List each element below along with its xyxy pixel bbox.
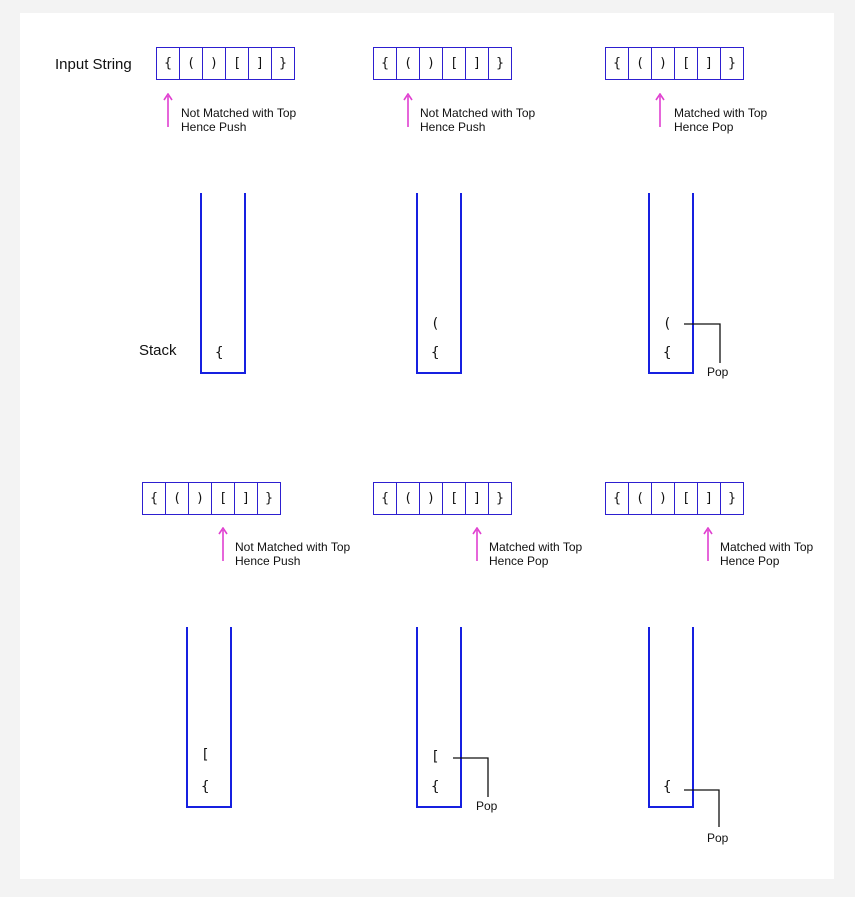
note-line: Hence Pop — [674, 120, 734, 134]
input-char: } — [721, 483, 744, 514]
input-char: ( — [397, 483, 420, 514]
input-char: ) — [652, 48, 675, 79]
note-line: Not Matched with Top — [235, 540, 351, 554]
step-5-note: Matched with Top Hence Pop — [489, 540, 582, 568]
input-char: ] — [235, 483, 258, 514]
stack-item: ( — [431, 316, 440, 332]
pop-connector — [453, 757, 489, 797]
input-char: ( — [180, 48, 203, 79]
note-line: Not Matched with Top — [181, 106, 297, 120]
note-line: Not Matched with Top — [420, 106, 536, 120]
input-char: { — [374, 483, 397, 514]
stack-step-3: { ( — [648, 193, 694, 374]
input-char: [ — [443, 483, 466, 514]
stack-step-6: { — [648, 627, 694, 808]
stack-step-2: { ( — [416, 193, 462, 374]
input-string-step-4: { ( ) [ ] } — [142, 482, 281, 515]
stack-item: ( — [663, 316, 672, 332]
note-line: Matched with Top — [720, 540, 814, 554]
input-char: ] — [466, 483, 489, 514]
input-char: [ — [675, 48, 698, 79]
input-char: { — [606, 483, 629, 514]
note-line: Hence Push — [420, 120, 486, 134]
input-char: ( — [166, 483, 189, 514]
stack-item: [ — [201, 747, 210, 763]
input-char: { — [143, 483, 166, 514]
step-4-note: Not Matched with Top Hence Push — [235, 540, 350, 568]
note-line: Matched with Top — [489, 540, 583, 554]
input-char: ] — [698, 483, 721, 514]
pointer-arrow-icon — [655, 93, 665, 127]
stack-item: { — [663, 779, 672, 795]
step-1-note: Not Matched with Top Hence Push — [181, 106, 296, 134]
pop-connector — [684, 323, 721, 363]
input-char: } — [272, 48, 295, 79]
step-3-note: Matched with Top Hence Pop — [674, 106, 767, 134]
step-2-note: Not Matched with Top Hence Push — [420, 106, 535, 134]
input-char: ( — [629, 483, 652, 514]
stack-item: { — [201, 779, 210, 795]
input-char: } — [489, 48, 512, 79]
note-line: Hence Push — [181, 120, 247, 134]
input-char: } — [489, 483, 512, 514]
pop-label: Pop — [707, 365, 729, 379]
stack-item: { — [431, 345, 440, 361]
input-char: } — [721, 48, 744, 79]
pointer-arrow-icon — [403, 93, 413, 127]
input-char: [ — [443, 48, 466, 79]
input-char: [ — [226, 48, 249, 79]
input-char: { — [374, 48, 397, 79]
stack-item: { — [215, 345, 224, 361]
diagram-canvas: Input String Stack { ( ) [ ] } Not Match… — [20, 13, 834, 879]
input-char: { — [157, 48, 180, 79]
note-line: Matched with Top — [674, 106, 768, 120]
input-string-step-1: { ( ) [ ] } — [156, 47, 295, 80]
input-char: ) — [203, 48, 226, 79]
note-line: Hence Pop — [720, 554, 780, 568]
note-line: Hence Push — [235, 554, 301, 568]
input-char: } — [258, 483, 281, 514]
input-char: ) — [189, 483, 212, 514]
pointer-arrow-icon — [703, 527, 713, 561]
input-char: ) — [420, 483, 443, 514]
input-string-label: Input String — [55, 56, 132, 73]
input-char: ) — [420, 48, 443, 79]
input-char: [ — [675, 483, 698, 514]
input-string-step-6: { ( ) [ ] } — [605, 482, 744, 515]
stack-item: { — [431, 779, 440, 795]
input-char: [ — [212, 483, 235, 514]
input-char: ( — [397, 48, 420, 79]
stack-step-5: { [ — [416, 627, 462, 808]
stack-step-1: { — [200, 193, 246, 374]
stack-item: [ — [431, 749, 440, 765]
stack-label: Stack — [139, 342, 177, 359]
step-6-note: Matched with Top Hence Pop — [720, 540, 813, 568]
input-char: ] — [249, 48, 272, 79]
pointer-arrow-icon — [218, 527, 228, 561]
input-char: ] — [698, 48, 721, 79]
pop-label: Pop — [707, 831, 729, 845]
input-string-step-5: { ( ) [ ] } — [373, 482, 512, 515]
stack-item: { — [663, 345, 672, 361]
pointer-arrow-icon — [163, 93, 173, 127]
input-string-step-2: { ( ) [ ] } — [373, 47, 512, 80]
input-string-step-3: { ( ) [ ] } — [605, 47, 744, 80]
input-char: ] — [466, 48, 489, 79]
input-char: ) — [652, 483, 675, 514]
note-line: Hence Pop — [489, 554, 549, 568]
stack-step-4: { [ — [186, 627, 232, 808]
input-char: { — [606, 48, 629, 79]
input-char: ( — [629, 48, 652, 79]
pop-label: Pop — [476, 799, 498, 813]
pop-connector — [684, 789, 720, 827]
pointer-arrow-icon — [472, 527, 482, 561]
